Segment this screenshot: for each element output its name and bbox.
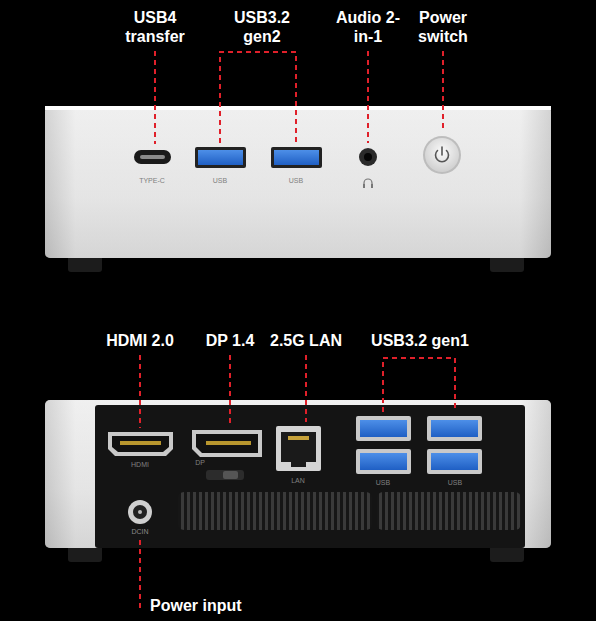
port-callout: Audio 2-in-1 <box>336 8 400 46</box>
port-marking: USB <box>289 177 303 185</box>
port-callout: USB3.2 gen1 <box>371 331 469 350</box>
port-callout: DP 1.4 <box>206 331 255 350</box>
slide-switch <box>206 470 244 480</box>
port-callout: Power input <box>150 596 242 615</box>
lan-pins <box>288 436 309 440</box>
leader-line <box>367 51 369 143</box>
chassis-shade <box>45 400 551 548</box>
usb-a-port <box>356 416 411 441</box>
chassis-back <box>45 400 551 548</box>
port-marking: LAN <box>291 477 305 485</box>
chassis-front <box>45 106 551 258</box>
usb-a-port <box>427 449 482 474</box>
usb-a-port <box>427 416 482 441</box>
usb-a-port <box>271 147 322 168</box>
port-marking: DCIN <box>131 528 148 536</box>
dp-port-inner <box>196 434 258 453</box>
hdmi-port <box>108 432 173 456</box>
port-callout: HDMI 2.0 <box>106 331 174 350</box>
vent-grille <box>178 492 372 530</box>
lan-port-inner <box>281 432 316 467</box>
port-callout: Power switch <box>410 8 476 46</box>
usb-c-port <box>134 150 171 164</box>
headphone-icon <box>371 184 373 188</box>
power-button <box>425 138 459 172</box>
hdmi-pins <box>120 441 161 445</box>
port-marking: DP <box>195 459 205 467</box>
power-symbol <box>441 147 443 155</box>
vent-grille <box>377 492 521 530</box>
leader-lines <box>155 51 443 144</box>
port-callout: USB3.2 gen2 <box>221 8 303 46</box>
headphone-icon <box>364 179 372 186</box>
usb-a-tongue <box>360 453 407 470</box>
usb-a-tongue <box>431 453 478 470</box>
leader-bracket <box>220 52 296 143</box>
leader-line <box>442 51 444 132</box>
dp-port <box>192 430 262 457</box>
port-marking: USB <box>376 479 390 487</box>
chassis-shade <box>45 106 551 258</box>
leader-line <box>139 355 141 428</box>
leader-line <box>305 355 307 422</box>
lan-port <box>276 426 321 471</box>
power-button-ring <box>423 136 461 174</box>
dc-jack <box>128 500 152 524</box>
port-marking: USB <box>448 479 462 487</box>
dc-jack-hole <box>133 505 147 519</box>
leader-bracket <box>383 358 455 412</box>
back-view <box>45 400 551 562</box>
audio-jack <box>359 148 377 166</box>
port-callout: 2.5G LAN <box>270 331 342 350</box>
leader-lines <box>140 355 455 612</box>
audio-jack-hole <box>364 153 372 161</box>
dp-pins <box>206 441 251 445</box>
usb-a-tongue <box>360 420 407 437</box>
usb-a-port <box>356 449 411 474</box>
port-callout: USB4 transfer <box>112 8 198 46</box>
port-marking: USB <box>213 177 227 185</box>
usb-a-tongue <box>198 150 243 165</box>
hdmi-port-inner <box>112 436 169 452</box>
front-view <box>45 106 551 272</box>
leader-line <box>139 540 141 612</box>
usb-c-tongue <box>140 155 165 159</box>
leader-line <box>154 51 156 144</box>
dc-jack-pin <box>138 510 142 514</box>
port-marking: TYPE-C <box>139 177 165 185</box>
io-panel <box>95 405 525 548</box>
leader-line <box>229 355 231 426</box>
usb-a-tongue <box>431 420 478 437</box>
port-marking: HDMI <box>131 461 149 469</box>
chassis-edge <box>45 106 551 110</box>
slide-switch-knob <box>223 471 238 479</box>
usb-a-tongue <box>274 150 319 165</box>
headphone-icon <box>363 184 365 188</box>
usb-a-port <box>195 147 246 168</box>
